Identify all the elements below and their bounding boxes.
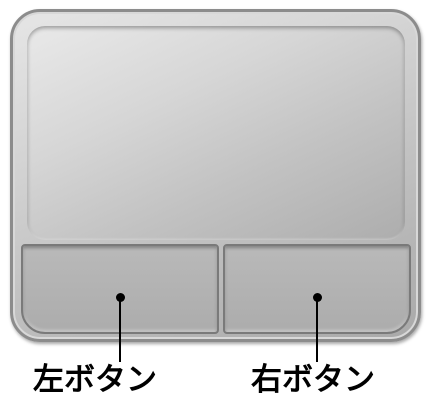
left-button-label: 左ボタン (33, 362, 157, 398)
right-button-label: 右ボタン (251, 362, 375, 398)
touchpad (10, 9, 421, 342)
right-button-marker-dot (313, 293, 322, 302)
right-button-leader-line (316, 300, 318, 362)
left-button-marker-dot (116, 293, 125, 302)
touchpad-surface[interactable] (27, 26, 405, 240)
left-button-leader-line (119, 300, 121, 362)
